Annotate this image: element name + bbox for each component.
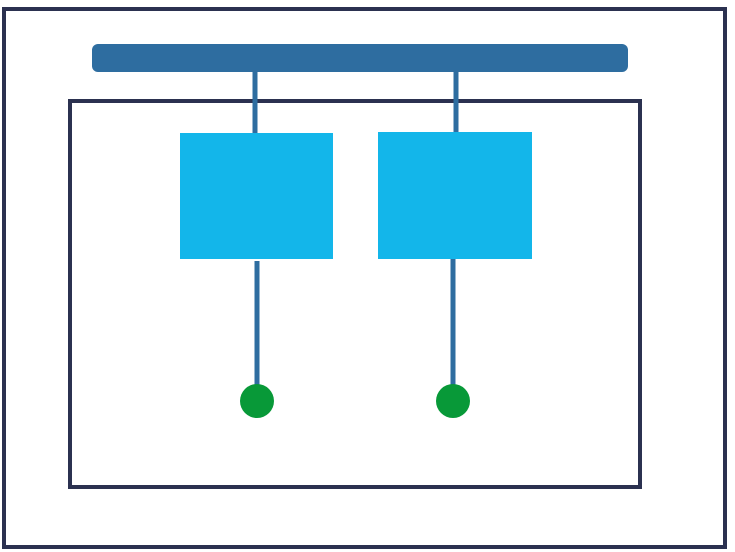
outer-frame	[2, 7, 727, 549]
right-node	[436, 384, 470, 418]
inner-frame	[68, 99, 642, 489]
left-node	[240, 384, 274, 418]
right-block	[378, 132, 532, 259]
top-rail	[92, 44, 628, 72]
left-block	[180, 133, 333, 259]
